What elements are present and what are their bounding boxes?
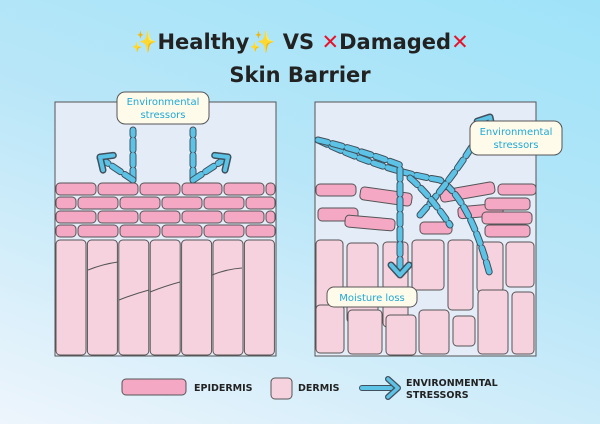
dermis-cell bbox=[181, 239, 213, 356]
dermis-cell bbox=[315, 304, 345, 354]
damaged-label: Damaged bbox=[339, 30, 452, 54]
epidermis-cell bbox=[181, 182, 223, 196]
label-text: stressors bbox=[140, 110, 185, 121]
dermis-cell bbox=[511, 291, 535, 355]
arrowhead-icon bbox=[211, 151, 232, 174]
epidermis-cell bbox=[497, 183, 537, 196]
label-text: Environmental bbox=[127, 97, 200, 108]
epidermis-cell bbox=[481, 211, 533, 225]
legend-stressors-label: ENVIRONMENTAL bbox=[406, 378, 498, 389]
epidermis-cell bbox=[55, 182, 97, 196]
dermis-cell bbox=[243, 239, 275, 356]
label-text: Environmental bbox=[480, 127, 553, 138]
healthy-skin bbox=[55, 182, 276, 356]
vs-label: VS bbox=[282, 30, 315, 54]
epidermis-cell bbox=[77, 196, 119, 210]
epidermis-cell bbox=[161, 224, 203, 238]
epidermis-cell bbox=[119, 224, 161, 238]
legend-epidermis-label: EPIDERMIS bbox=[194, 383, 253, 394]
epidermis-cell bbox=[484, 197, 531, 211]
stressor-arrow bbox=[315, 137, 403, 273]
legend-arrow-icon bbox=[359, 376, 401, 400]
stressor-arrow bbox=[97, 155, 136, 183]
epidermis-cell bbox=[203, 196, 245, 210]
moisture-loss-label: Moisture loss bbox=[326, 286, 418, 308]
arrowhead-icon bbox=[96, 151, 117, 174]
legend-stressors-label: STRESSORS bbox=[406, 390, 469, 401]
legend: EPIDERMIS DERMIS ENVIRONMENTAL STRESSORS bbox=[121, 376, 498, 401]
dermis-cell bbox=[149, 239, 181, 356]
healthy-label: Healthy bbox=[157, 30, 250, 54]
epidermis-cell bbox=[419, 221, 453, 235]
epidermis-cell bbox=[77, 224, 119, 238]
cell-line bbox=[118, 289, 150, 301]
sparkle-icon: ✨ bbox=[249, 30, 276, 54]
epidermis-cell bbox=[245, 224, 276, 238]
epidermis-cell bbox=[223, 182, 265, 196]
cross-icon: ✕ bbox=[321, 30, 340, 54]
dermis-cell bbox=[118, 239, 150, 356]
epidermis-cell bbox=[55, 196, 77, 210]
epidermis-cell bbox=[265, 210, 276, 224]
damaged-stressors-label: Environmental stressors bbox=[469, 120, 563, 156]
epidermis-cell bbox=[55, 210, 97, 224]
epidermis-cell bbox=[55, 224, 77, 238]
dermis-cell bbox=[385, 314, 417, 356]
legend-epidermis-swatch bbox=[121, 378, 187, 396]
epidermis-cell bbox=[119, 196, 161, 210]
dermis-cell bbox=[382, 241, 409, 328]
stressor-arrow bbox=[315, 137, 493, 278]
epidermis-cell bbox=[203, 224, 245, 238]
epidermis-cell bbox=[97, 182, 139, 196]
legend-dermis-label: DERMIS bbox=[298, 383, 340, 394]
epidermis-cell bbox=[315, 183, 357, 197]
dermis-cell bbox=[418, 309, 450, 355]
epidermis-cell bbox=[139, 182, 181, 196]
epidermis-cell bbox=[265, 182, 276, 196]
epidermis-cell bbox=[245, 196, 276, 210]
stressor-arrows bbox=[96, 113, 497, 279]
title-line-2: Skin Barrier bbox=[229, 63, 371, 87]
dermis-cell bbox=[452, 315, 476, 347]
epidermis-cell bbox=[97, 210, 139, 224]
label-text: stressors bbox=[493, 140, 538, 151]
stressor-arrow bbox=[407, 175, 453, 228]
arrowhead-icon bbox=[387, 261, 413, 279]
sparkle-icon: ✨ bbox=[131, 30, 158, 54]
dermis-cell bbox=[411, 239, 445, 291]
dermis-cell bbox=[212, 239, 244, 356]
epidermis-cell bbox=[223, 210, 265, 224]
healthy-stressors-label: Environmental stressors bbox=[116, 91, 210, 125]
legend-dermis-swatch bbox=[270, 377, 293, 400]
epidermis-cell bbox=[344, 214, 396, 232]
stressor-arrow bbox=[190, 154, 231, 183]
cross-icon: ✕ bbox=[451, 30, 469, 54]
epidermis-cell bbox=[161, 196, 203, 210]
epidermis-cell bbox=[484, 224, 531, 238]
label-text: Moisture loss bbox=[339, 293, 405, 304]
cell-line bbox=[87, 261, 119, 271]
dermis-cell bbox=[505, 241, 535, 288]
title-line-1: ✨Healthy✨ VS ✕Damaged✕ bbox=[0, 30, 600, 55]
dermis-cell bbox=[347, 309, 383, 355]
dermis-cell bbox=[86, 239, 118, 356]
epidermis-cell bbox=[139, 210, 181, 224]
dermis-cell bbox=[477, 289, 509, 355]
dermis-cell bbox=[55, 239, 87, 356]
cell-line bbox=[149, 281, 181, 293]
dermis-cell bbox=[447, 239, 474, 311]
cell-line bbox=[211, 267, 243, 276]
epidermis-cell bbox=[181, 210, 223, 224]
